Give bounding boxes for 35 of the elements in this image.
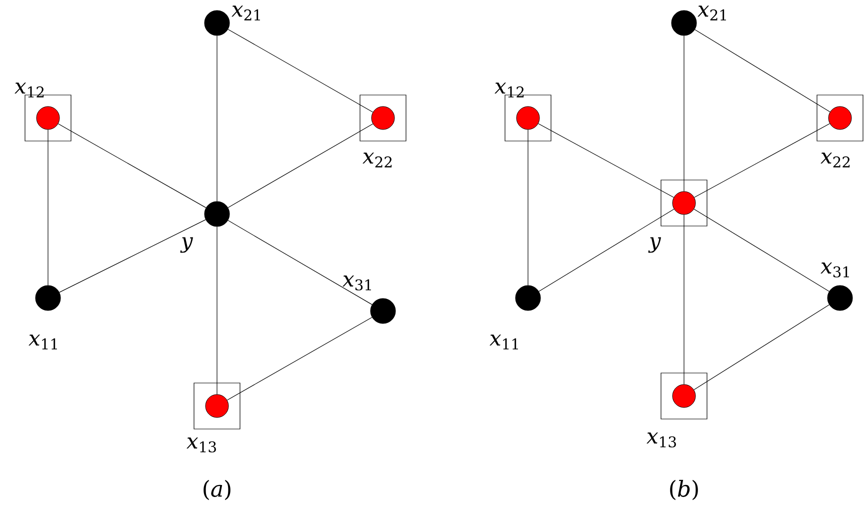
graph-edge <box>228 124 374 208</box>
vertex-label: x$_{11}$ <box>490 334 518 350</box>
vertex-label: x$_{21}$ <box>698 6 726 20</box>
graph-edge <box>538 123 674 198</box>
vertex-label: x$_{12}$ <box>14 82 44 98</box>
graph-edge <box>228 220 372 305</box>
graph-edge <box>694 208 830 292</box>
graph-edge <box>694 304 830 390</box>
frame-box <box>360 94 406 142</box>
vertex-label: y <box>648 237 662 253</box>
panel-caption: (a) <box>204 480 230 500</box>
vertex-label: x$_{31}$ <box>342 276 371 290</box>
graph-edge <box>228 29 374 112</box>
vertex-label: y <box>180 237 194 253</box>
frame-box <box>660 180 708 226</box>
graph-edge <box>694 29 830 112</box>
graph-edge <box>226 317 372 400</box>
graph-edge <box>216 35 218 202</box>
graph-edge <box>694 123 830 198</box>
frame-box <box>194 382 240 430</box>
panel-caption: (b) <box>670 480 698 500</box>
vertex-label: x$_{21}$ <box>232 6 260 20</box>
graph-edge <box>59 219 206 293</box>
vertex-label: x$_{13}$ <box>646 432 676 448</box>
vertex-label: x$_{13}$ <box>186 438 216 452</box>
vertex-label: x$_{22}$ <box>362 152 392 168</box>
vertex-label: x$_{31}$ <box>820 262 849 278</box>
graph-edge <box>58 124 206 208</box>
graph-edge <box>216 226 218 395</box>
frame-box <box>816 94 864 142</box>
vertex-label: x$_{22}$ <box>820 152 850 168</box>
graph-edge <box>538 208 674 292</box>
frame-box <box>660 372 708 420</box>
vertex-label: x$_{12}$ <box>494 82 524 98</box>
vertex-label: x$_{11}$ <box>28 334 57 350</box>
